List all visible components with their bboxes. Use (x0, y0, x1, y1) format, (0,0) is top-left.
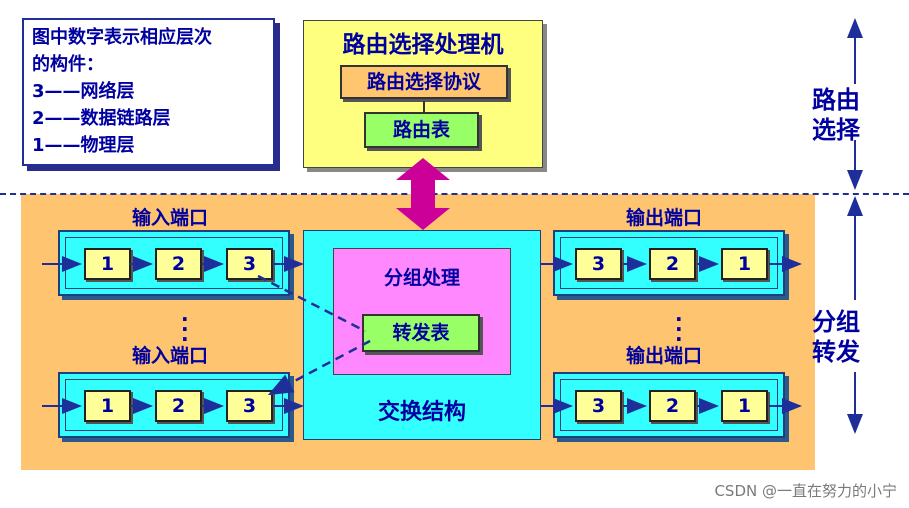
plane-divider-line (0, 193, 909, 195)
forwarding-side-label: 分组 转发 (812, 308, 860, 366)
output-cell-layer-1: 1 (721, 390, 768, 422)
output-port-label: 输出端口 (626, 207, 703, 229)
legend-line: 1——物理层 (32, 135, 135, 156)
routing-processor-title: 路由选择处理机 (342, 32, 504, 58)
routing-table-box: 路由表 (364, 112, 479, 148)
input-port-label: 输入端口 (132, 345, 209, 367)
input-port-top: 1 2 3 (58, 230, 290, 296)
input-cell-layer-2: 2 (155, 390, 202, 422)
input-cell-layer-3: 3 (226, 248, 273, 280)
output-cell-layer-2: 2 (649, 248, 696, 280)
output-port-bottom: 3 2 1 (553, 372, 785, 438)
input-port-label: 输入端口 (132, 207, 209, 229)
packet-processing-box: 分组处理 (333, 248, 511, 375)
switch-fabric-title: 交换结构 (377, 400, 466, 425)
forwarding-table-box: 转发表 (362, 314, 480, 352)
output-cell-layer-3: 3 (575, 248, 622, 280)
legend-line: 的构件： (32, 54, 104, 75)
watermark: CSDN @一直在努力的小宁 (714, 482, 897, 500)
output-port-top: 3 2 1 (553, 230, 785, 296)
legend-line: 3——网络层 (32, 81, 135, 102)
routing-side-label: 路由 选择 (812, 86, 860, 144)
routing-protocol-box: 路由选择协议 (340, 65, 508, 99)
output-cell-layer-3: 3 (575, 390, 622, 422)
ellipsis-input: ··· (181, 307, 189, 351)
legend-line: 2——数据链路层 (32, 108, 171, 129)
ellipsis-output: ··· (675, 307, 683, 351)
routing-processor: 路由选择处理机 路由选择协议 路由表 (303, 20, 543, 168)
connector-line (423, 101, 425, 113)
input-port-bottom: 1 2 3 (58, 372, 290, 438)
output-port-label: 输出端口 (626, 345, 703, 367)
input-cell-layer-2: 2 (155, 248, 202, 280)
output-cell-layer-1: 1 (721, 248, 768, 280)
input-cell-layer-1: 1 (84, 390, 131, 422)
input-cell-layer-1: 1 (84, 248, 131, 280)
legend-box: 图中数字表示相应层次 的构件： 3——网络层 2——数据链路层 1——物理层 (22, 18, 275, 166)
legend-line: 图中数字表示相应层次 (32, 27, 212, 48)
packet-processing-title: 分组处理 (383, 267, 460, 289)
output-cell-layer-2: 2 (649, 390, 696, 422)
input-cell-layer-3: 3 (226, 390, 273, 422)
